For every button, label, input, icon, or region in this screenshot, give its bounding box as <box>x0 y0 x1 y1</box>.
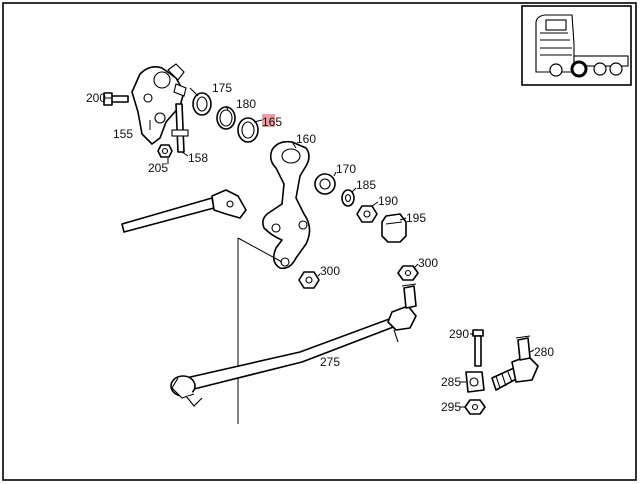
label-185: 185 <box>356 178 376 192</box>
highlight-165 <box>262 114 275 127</box>
ring-180 <box>216 106 236 130</box>
tie-rod-275 <box>170 283 417 407</box>
label-295: 295 <box>441 400 461 414</box>
inset-frame <box>521 5 632 86</box>
truck-wheel-rear-1 <box>593 62 607 76</box>
label-155: 155 <box>113 127 133 141</box>
truck-wheel-front-left <box>549 63 563 77</box>
tie-rod-end-280 <box>491 335 539 391</box>
label-195: 195 <box>406 211 426 225</box>
label-175: 175 <box>212 81 232 95</box>
bracket-155 <box>131 63 187 145</box>
nut-190 <box>356 205 378 223</box>
truck-wheel-highlighted <box>570 60 588 78</box>
nut-300-right <box>397 265 419 281</box>
clamp-285 <box>465 371 485 393</box>
washer-185 <box>341 189 355 207</box>
label-275: 275 <box>320 355 340 369</box>
nut-295 <box>464 399 486 415</box>
bearing-170 <box>314 173 336 195</box>
drop-arm-160 <box>262 140 311 270</box>
label-205: 205 <box>148 161 168 175</box>
label-200: 200 <box>86 91 106 105</box>
label-158: 158 <box>188 151 208 165</box>
label-300-left: 300 <box>320 264 340 278</box>
label-285: 285 <box>441 375 461 389</box>
label-190: 190 <box>378 194 398 208</box>
label-165: 165 <box>262 115 282 129</box>
label-160: 160 <box>296 132 316 146</box>
seal-ring-175 <box>192 92 212 116</box>
nut-205 <box>157 144 173 158</box>
bolt-200 <box>103 92 129 106</box>
label-290: 290 <box>449 327 469 341</box>
clamp-158 <box>171 103 189 153</box>
label-280: 280 <box>534 345 554 359</box>
label-180: 180 <box>236 97 256 111</box>
label-170: 170 <box>336 162 356 176</box>
drag-link <box>121 189 247 233</box>
nut-300-left <box>298 271 320 289</box>
truck-wheel-rear-2 <box>609 62 623 76</box>
truck-cab-icon <box>521 5 632 86</box>
truck-window <box>545 19 567 31</box>
seal-165 <box>237 117 259 143</box>
cap-nut-195 <box>381 213 407 243</box>
label-300-right: 300 <box>418 256 438 270</box>
bolt-290 <box>472 329 484 367</box>
